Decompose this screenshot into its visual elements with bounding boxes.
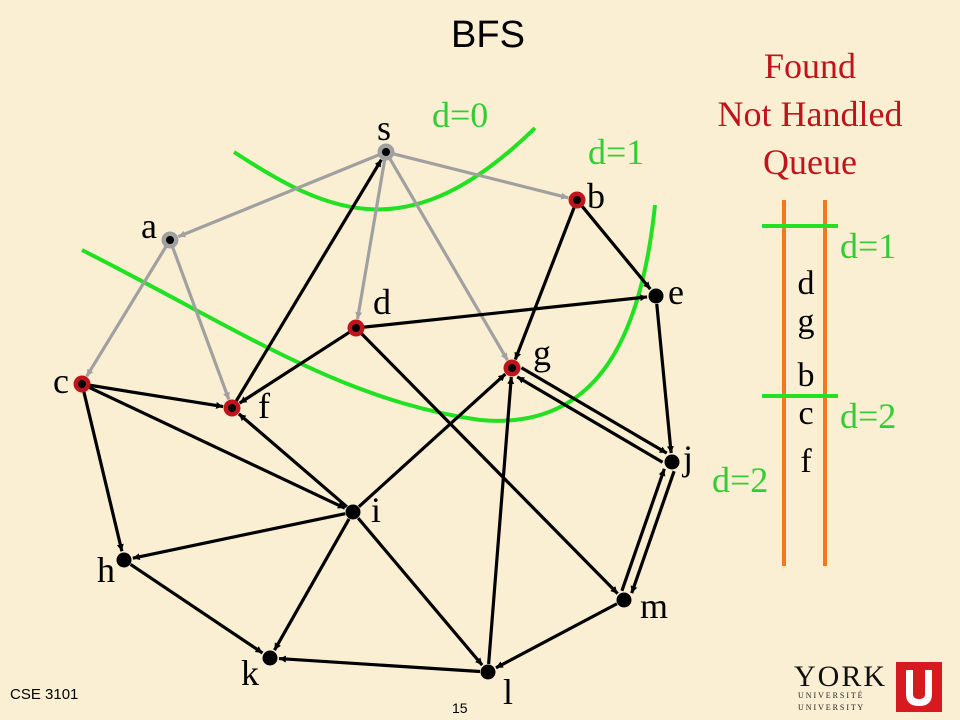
logo-emblem-u: [906, 670, 932, 706]
course-code: CSE 3101: [10, 686, 79, 703]
node-label-l: l: [503, 672, 513, 712]
node-dot-c: [78, 380, 86, 388]
edge-l-g: [487, 376, 515, 665]
edge-i-f: [237, 412, 348, 508]
node-g: g: [503, 333, 551, 377]
node-layer: s a b c d e f g h i j k l m: [53, 108, 693, 712]
edge-a-c: [85, 245, 168, 378]
node-dot-h: [116, 552, 132, 568]
york-logo: YORK U N I V E R S I T É U N I V E R S I…: [794, 660, 942, 712]
legend-found: Found: [763, 46, 857, 86]
node-f: f: [223, 386, 270, 426]
node-d: d: [347, 282, 391, 337]
queue-item-4: c: [798, 395, 813, 432]
edge-c-f: [89, 383, 224, 409]
edge-s-a: [177, 153, 380, 239]
edge-a-f: [171, 246, 231, 401]
frontier-label-d2: d=2: [712, 460, 768, 500]
edge-i-k: [273, 518, 351, 651]
node-label-j: j: [681, 438, 693, 478]
logo-wordmark: YORK: [794, 660, 887, 693]
edge-b-e: [580, 205, 652, 291]
node-k: k: [241, 650, 278, 693]
node-dot-b: [573, 196, 581, 204]
edge-f-s: [234, 158, 383, 402]
node-j: j: [664, 438, 693, 478]
node-label-m: m: [640, 586, 668, 626]
edge-m-l: [495, 602, 618, 670]
node-label-i: i: [371, 490, 381, 530]
edge-d-f: [238, 330, 351, 405]
edge-m-j: [620, 468, 666, 592]
node-a: a: [141, 206, 179, 249]
node-label-h: h: [97, 550, 115, 590]
node-label-f: f: [258, 386, 270, 426]
edge-l-k: [278, 655, 481, 674]
node-dot-j: [664, 454, 680, 470]
edge-i-g: [357, 372, 507, 508]
node-e: e: [648, 272, 684, 312]
node-label-s: s: [377, 108, 391, 148]
page-number: 15: [452, 700, 468, 716]
node-h: h: [97, 550, 132, 590]
node-label-b: b: [587, 176, 605, 216]
queue-label-lower: d=2: [840, 396, 896, 436]
edge-s-d: [355, 159, 387, 320]
node-dot-a: [166, 236, 174, 244]
frontier-curve-d0: [232, 126, 537, 212]
queue-label-upper: d=1: [840, 226, 896, 266]
node-l: l: [480, 664, 513, 712]
node-label-e: e: [668, 272, 684, 312]
queue-item-5: f: [800, 443, 812, 480]
node-dot-m: [616, 592, 632, 608]
node-label-c: c: [53, 361, 69, 401]
logo-line-en: U N I V E R S I T Y: [798, 703, 863, 712]
logo-line-fr: U N I V E R S I T É: [798, 690, 863, 700]
edge-d-m: [360, 332, 619, 595]
edge-i-h: [132, 512, 346, 561]
edge-g-j: [520, 366, 668, 455]
edge-c-h: [82, 391, 124, 552]
node-i: i: [345, 490, 381, 530]
node-label-g: g: [533, 333, 551, 373]
node-dot-d: [352, 324, 360, 332]
queue-item-3: b: [798, 357, 815, 394]
node-label-k: k: [241, 653, 259, 693]
edge-s-b: [393, 152, 569, 200]
node-dot-g: [508, 364, 516, 372]
queue-item-2: g: [798, 303, 815, 340]
edge-c-i: [88, 385, 346, 510]
node-m: m: [616, 586, 668, 626]
edge-b-g: [513, 206, 576, 361]
edge-s-g: [388, 158, 509, 362]
node-dot-f: [228, 404, 236, 412]
node-c: c: [53, 361, 91, 401]
slide-title: BFS: [451, 14, 525, 56]
legend: Found Not Handled Queue: [690, 42, 930, 186]
edge-i-l: [356, 517, 484, 667]
edge-h-k: [129, 563, 264, 655]
node-dot-k: [262, 650, 278, 666]
node-dot-s: [382, 148, 390, 156]
node-dot-l: [480, 664, 496, 680]
node-label-d: d: [373, 282, 391, 322]
frontier-label-d1: d=1: [588, 132, 644, 172]
frontier-curve-d1: [81, 204, 657, 423]
node-dot-e: [648, 288, 664, 304]
legend-not-handled: Not Handled: [717, 94, 903, 134]
node-label-a: a: [141, 206, 157, 246]
edge-j-m: [630, 470, 676, 594]
edge-layer: [82, 152, 676, 674]
frontier-label-d0: d=0: [432, 95, 488, 135]
node-b: b: [568, 176, 605, 216]
legend-queue: Queue: [763, 142, 857, 182]
edge-e-j: [655, 303, 674, 454]
node-dot-i: [345, 504, 361, 520]
node-s: s: [377, 108, 395, 161]
edge-d-e: [363, 294, 648, 329]
queue-item-1: d: [798, 265, 815, 302]
edge-j-g: [516, 375, 664, 464]
